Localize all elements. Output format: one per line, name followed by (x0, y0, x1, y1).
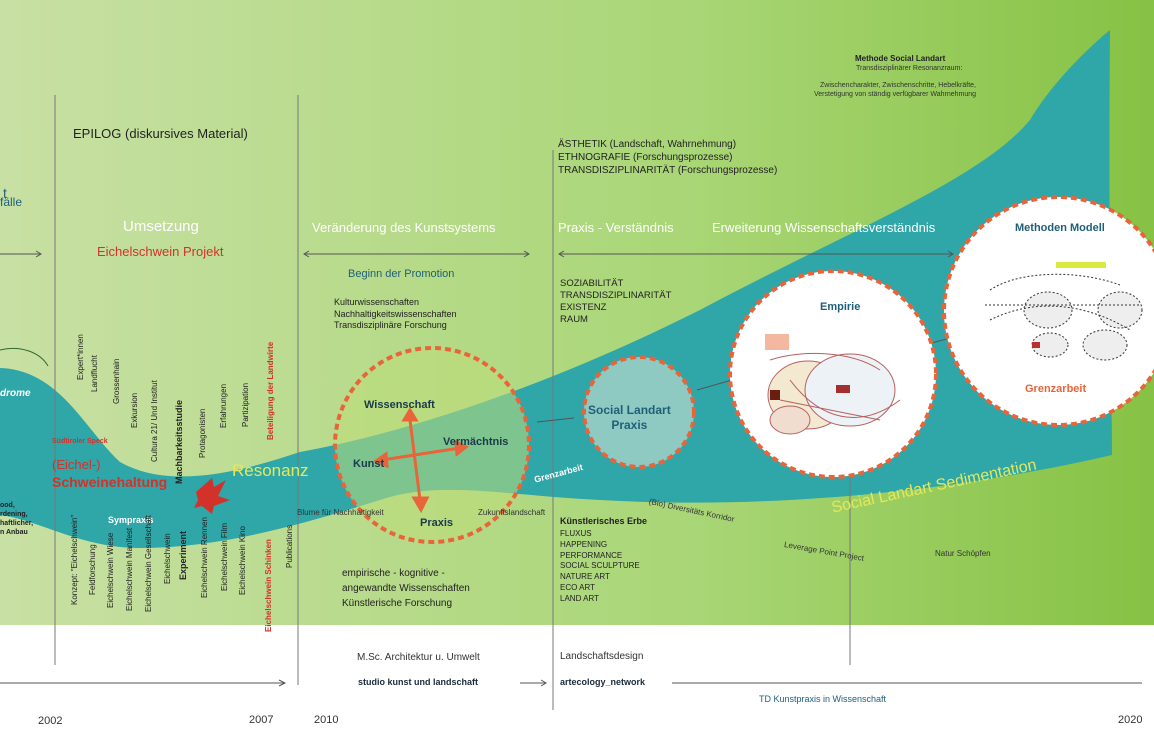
bottom-studio: studio kunst und landschaft (358, 677, 479, 687)
vlabel-lower: Eichelschwein Film (220, 522, 229, 591)
erbe-title: Künstlerisches Erbe (560, 516, 648, 526)
method-title: Methode Social Landart (855, 54, 946, 63)
river-resonanz: Resonanz (232, 461, 309, 480)
label-wissenschaft: Wissenschaft (364, 399, 435, 411)
promotion-fields: Kulturwissenschaften Nachhaltigkeitswiss… (334, 297, 457, 331)
vlabel-lower: Eichelschwein Rennen (200, 517, 209, 598)
label-schweinehaltung: Schweinehaltung (52, 474, 168, 490)
vlabel-lower: Konzept: "Eichelschwein" (70, 514, 79, 605)
label-vermaechtnis: Vermächtnis (443, 436, 509, 448)
year-label: 2020 (1118, 714, 1143, 726)
curve-natur: Natur Schöpfen (935, 549, 991, 558)
epilog-label: EPILOG (diskursives Material) (73, 126, 248, 141)
eichelschwein-projekt: Eichelschwein Projekt (97, 244, 224, 259)
vlabel-upper: Partizipation (241, 382, 250, 427)
phase-veraenderung: Veränderung des Kunstsystems (312, 220, 496, 235)
sla-praxis-circle (582, 355, 696, 469)
vlabel-lower: Feldforschung (88, 544, 97, 595)
curve-zukunft: Zukunftslandschaft (478, 508, 546, 517)
bottom-td: TD Kunstpraxis in Wissenschaft (759, 694, 887, 704)
left-partial-text: ood, rdening, haftlicher, n Anbau (0, 502, 34, 536)
left-fragment-t: t (3, 185, 7, 201)
vlabel-upper: Protagonisten (198, 408, 207, 458)
vlabel-upper: Expert*innen (76, 334, 85, 380)
curve-blume: Blume für Nachhaltigkeit (297, 508, 384, 517)
label-methoden-modell: Methoden Modell (1015, 222, 1105, 234)
vlabel-lower: Eichelschwein (163, 533, 172, 584)
label-kunst: Kunst (353, 458, 385, 470)
phase-umsetzung: Umsetzung (123, 218, 199, 235)
bottom-artecology: artecology_network (560, 677, 646, 687)
vlabel-upper: Machbarkeitsstudie (174, 399, 184, 484)
vlabel-upper: Landflucht (90, 355, 99, 392)
label-speck: Südtiroler Speck (52, 438, 108, 445)
year-label: 2010 (314, 714, 339, 726)
erbe-items: FLUXUS HAPPENING PERFORMANCE SOCIAL SCUL… (560, 529, 640, 603)
vlabel-lower: Eichelschwein Wiese (106, 532, 115, 608)
vlabel-upper: Beteiligung der Landwirte (266, 341, 275, 440)
promotion-title: Beginn der Promotion (348, 268, 455, 280)
left-fragment-drome: drome (0, 388, 31, 399)
aesthetics-list: ÄSTHETIK (Landschaft, Wahrnehmung) ETHNO… (558, 139, 778, 176)
red-splash-icon (194, 478, 230, 514)
year-label: 2007 (249, 714, 274, 726)
vlabel-lower: Eichelschwein Kino (238, 526, 247, 595)
label-grenzarbeit-circle: Grenzarbeit (1025, 383, 1087, 395)
phase-erweiterung: Erweiterung Wissenschaftsverständnis (712, 220, 936, 235)
bottom-msc: M.Sc. Architektur u. Umwelt (357, 652, 480, 663)
label-eichel: (Eichel-) (52, 457, 101, 472)
label-sla-praxis: Social Landart Praxis (588, 403, 671, 433)
method-description: Zwischencharakter, Zwischenschritte, Heb… (814, 82, 977, 98)
label-praxis: Praxis (420, 517, 454, 529)
phase-praxis: Praxis - Verständnis (558, 220, 674, 235)
sozial-list: SOZIABILITÄT TRANSDISZIPLINARITÄT EXISTE… (560, 278, 672, 326)
bottom-landschaftsdesign: Landschaftsdesign (560, 651, 644, 662)
vlabel-upper: Cultura 21/ Und Institut (150, 380, 159, 462)
vlabel-lower: Eichelschwein Manifest (125, 527, 134, 611)
method-subtitle: Transdisziplinärer Resonanzraum: (856, 65, 963, 72)
vlabel-upper: Grossenhain (112, 358, 121, 404)
vlabel-lower: Experiment (178, 530, 188, 580)
year-label: 2002 (38, 715, 63, 727)
vlabel-upper: Exkursion (130, 392, 139, 428)
vlabel-lower: Eichelschwein Schinken (264, 539, 273, 632)
river-sympraxis: Sympraxis (108, 515, 154, 525)
empirisch-list: empirische - kognitive - angewandte Wiss… (342, 568, 470, 609)
vlabel-lower: Eichelschwein Gesellschaft (144, 515, 153, 612)
vlabel-lower: Publications (285, 524, 294, 568)
kunst-wissenschaft-circle (333, 346, 531, 544)
label-empirie: Empirie (820, 301, 861, 313)
vlabel-upper: Erfahrungen (219, 383, 228, 428)
left-fragment-faelle: fälle (0, 195, 23, 209)
